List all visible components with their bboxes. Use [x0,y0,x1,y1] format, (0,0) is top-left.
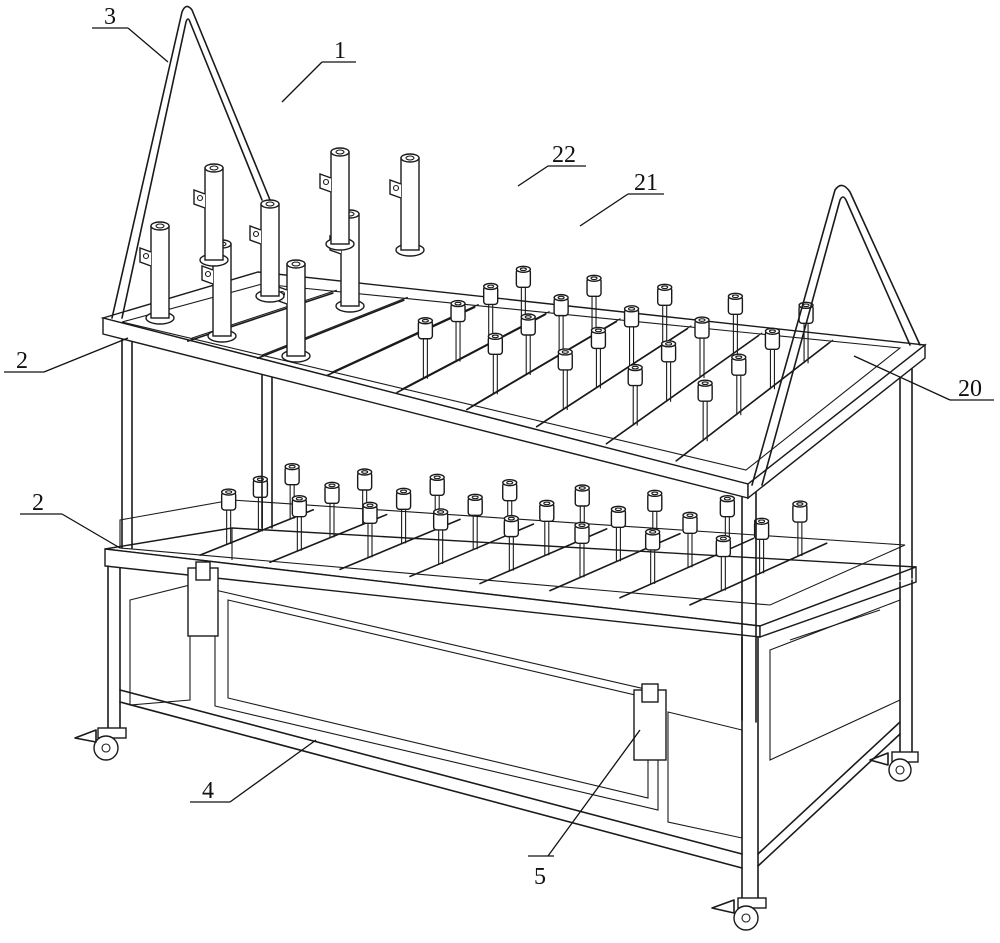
pin [697,379,713,442]
pin [764,327,781,390]
pin [623,305,640,367]
pin [731,353,747,416]
pin [694,316,710,379]
part-holder [319,147,355,251]
part-holder [139,221,175,325]
callout-2-lower: 2 [20,490,121,549]
slat [256,299,405,360]
latches [187,561,667,761]
slat [619,537,755,599]
label-21: 21 [634,170,658,196]
part-holder [275,259,311,363]
pin [727,292,744,355]
part-holder [193,163,229,267]
pin [482,282,499,345]
callout-4: 4 [190,739,317,804]
pin [284,462,300,519]
upper-tray [100,147,927,500]
base-frame [104,527,917,901]
slat-edge [261,296,408,356]
pin [647,489,663,546]
part-holder [249,199,285,303]
caster-wheel [74,727,127,761]
pin [753,517,770,574]
part-holders [139,147,425,363]
pin [657,283,673,346]
pin [719,494,736,551]
pin [252,475,269,532]
label-1: 1 [334,38,346,64]
label-3: 3 [104,4,116,30]
pin [362,501,378,558]
upper-pins [417,265,814,442]
pin [590,326,607,389]
label-20: 20 [958,376,982,402]
lifting-handles [111,5,921,486]
pin [627,363,643,426]
callout-3: 3 [92,4,169,63]
caster-wheel [869,751,919,782]
lower-pins [220,462,808,591]
lower-tray [119,462,906,606]
pin [644,528,661,584]
latch [187,561,219,637]
pin [467,493,483,550]
caster-wheels [74,727,919,931]
pin [715,534,732,591]
latch [633,683,667,761]
slat [689,542,828,606]
pin [660,340,677,402]
label-2-upper: 2 [16,348,28,374]
upper-slats [186,289,834,462]
pin [792,500,808,557]
part-holder [389,153,425,257]
caster-wheel [711,897,767,931]
label-4: 4 [202,778,214,804]
callouts: 1 3 22 21 2 2 20 [4,4,994,890]
callout-20: 20 [853,355,994,402]
pin [520,313,536,375]
callout-5: 5 [528,729,641,890]
label-5: 5 [534,864,546,890]
pin [574,521,590,578]
pin [553,293,569,356]
callout-1: 1 [281,38,356,103]
callout-22: 22 [517,142,586,187]
callout-21: 21 [579,170,664,227]
pin [432,508,449,564]
pin [503,514,520,571]
pin [450,299,466,362]
pin [539,499,555,556]
pin [557,348,573,410]
pin [324,481,340,538]
callout-2-upper: 2 [4,337,129,374]
pin [395,487,412,544]
pin [220,488,237,545]
pin [417,317,434,379]
pin [610,505,627,562]
pin [487,332,504,395]
pin [291,494,308,551]
label-22: 22 [552,142,576,168]
part-holder [201,239,237,343]
pin [682,511,698,568]
label-2-lower: 2 [32,490,44,516]
slat [326,306,476,377]
